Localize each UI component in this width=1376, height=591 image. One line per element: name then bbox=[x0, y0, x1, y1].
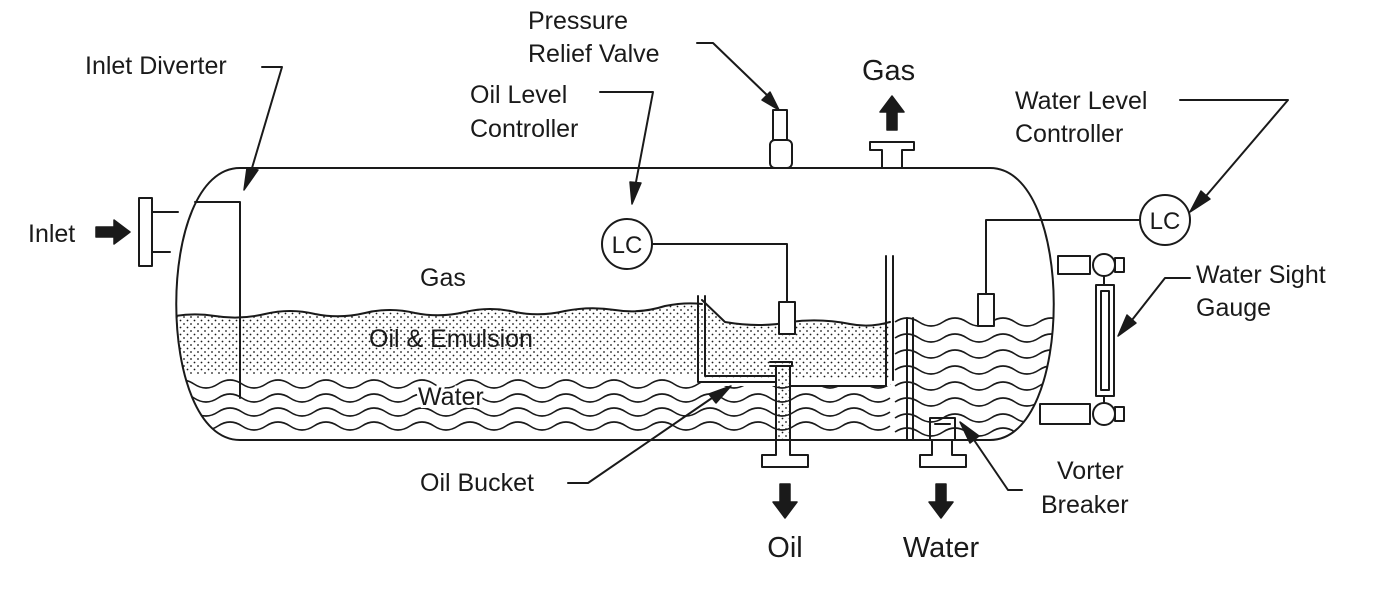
water-waves-right bbox=[894, 317, 1054, 437]
water-outlet-arrow bbox=[928, 483, 954, 519]
inlet-diverter-label: Inlet Diverter bbox=[85, 52, 227, 80]
oil-lc-label: LC bbox=[612, 232, 643, 259]
oil-outlet-arrow bbox=[772, 483, 798, 519]
oil-outlet-nozzle bbox=[761, 439, 809, 468]
inlet-diverter bbox=[194, 201, 241, 399]
pressure-relief-valve-label-line2: Relief Valve bbox=[528, 40, 660, 68]
oil-level-controller bbox=[601, 218, 796, 335]
water-sight-gauge-label-line2: Gauge bbox=[1196, 294, 1271, 322]
water-outlet-label: Water bbox=[903, 532, 980, 564]
oil-level-controller-label-line2: Controller bbox=[470, 115, 578, 143]
oil-bucket bbox=[697, 255, 894, 441]
water-zone-label: Water bbox=[418, 383, 484, 411]
gas-outlet-nozzle bbox=[869, 141, 915, 169]
oil-level-controller-label-line1: Oil Level bbox=[470, 81, 567, 109]
oil-outlet-label: Oil bbox=[767, 532, 802, 564]
pressure-relief-valve bbox=[769, 109, 793, 169]
water-level-controller bbox=[977, 194, 1191, 327]
vessel-shell bbox=[175, 167, 1055, 441]
oil-emulsion-zone-label: Oil & Emulsion bbox=[369, 325, 533, 353]
water-sight-gauge bbox=[1039, 253, 1125, 426]
inlet-arrow bbox=[95, 219, 131, 245]
pressure-relief-valve-label-line1: Pressure bbox=[528, 7, 628, 35]
gas-zone-label: Gas bbox=[420, 264, 466, 292]
water-outlet-nozzle bbox=[919, 417, 967, 468]
oil-bucket-label: Oil Bucket bbox=[420, 469, 534, 497]
vortex-breaker-label-line1: Vorter bbox=[1057, 457, 1124, 485]
inlet-nozzle bbox=[138, 197, 179, 267]
oil-surface-line bbox=[176, 302, 703, 319]
water-sight-gauge-label-line1: Water Sight bbox=[1196, 261, 1326, 289]
water-level-controller-label-line1: Water Level bbox=[1015, 87, 1147, 115]
gas-outlet-arrow bbox=[879, 95, 905, 131]
leader-lines bbox=[243, 42, 1289, 491]
gas-outlet-label: Gas bbox=[862, 55, 915, 87]
oil-bucket-contents bbox=[702, 304, 890, 378]
water-level-controller-label-line2: Controller bbox=[1015, 120, 1123, 148]
liquid-regions bbox=[176, 299, 1054, 437]
bucket-surface-line bbox=[701, 299, 891, 327]
inlet-label: Inlet bbox=[28, 220, 75, 248]
oil-emulsion-layer bbox=[176, 303, 702, 375]
water-lc-label: LC bbox=[1150, 208, 1181, 235]
vortex-breaker bbox=[929, 417, 956, 441]
weir-plate bbox=[906, 317, 914, 441]
vortex-breaker-label-line2: Breaker bbox=[1041, 491, 1129, 519]
